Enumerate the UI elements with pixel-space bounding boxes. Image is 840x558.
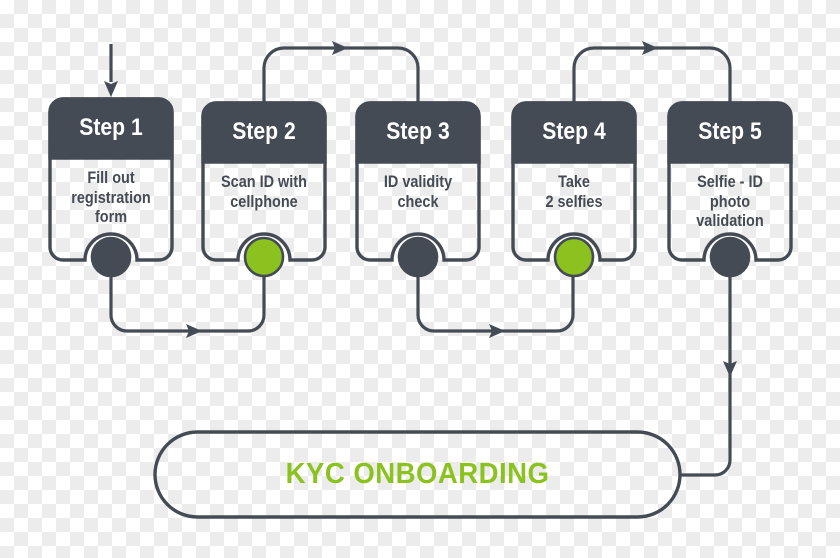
status-dot (709, 236, 751, 278)
step-2-description: Scan ID with cellphone (212, 172, 316, 211)
step-3-description: ID validity check (366, 172, 470, 211)
text-line: Scan ID with (221, 172, 307, 191)
kyc-pill (153, 430, 682, 519)
step-4-card (511, 101, 637, 278)
connector-step3-step4 (416, 268, 575, 333)
connectors (104, 41, 737, 477)
step-2-card (201, 101, 327, 278)
text-line: registration (71, 187, 151, 207)
step-5-card (667, 101, 793, 278)
arrow-down-icon (723, 361, 737, 377)
status-dot (553, 236, 595, 278)
card-header (667, 101, 793, 164)
connector-step1-step2 (109, 268, 266, 333)
connector-step4-step5 (572, 46, 732, 104)
text-line: Fill out (87, 168, 135, 187)
card-outline (201, 101, 327, 262)
status-dot (90, 236, 132, 278)
card-header (511, 101, 637, 164)
card-header (48, 97, 174, 160)
step-1-title: Step 1 (79, 114, 143, 141)
card-header (355, 101, 481, 164)
arrow-right-icon (642, 41, 658, 55)
card-header (201, 101, 327, 164)
arrow-right-icon (186, 324, 202, 338)
step-4-title: Step 4 (542, 118, 606, 145)
step-5-title: Step 5 (698, 118, 762, 145)
arrow-right-icon (489, 324, 505, 338)
card-outline (511, 101, 637, 262)
text-line: ID validity (383, 172, 453, 191)
status-dot (243, 236, 285, 278)
text-line: check (397, 191, 439, 211)
card-outline (48, 97, 174, 262)
card-outline (355, 101, 481, 262)
step-4-description: Take 2 selfies (522, 172, 626, 211)
step-2-title: Step 2 (232, 118, 296, 145)
step-3-card (355, 101, 481, 278)
status-dot (397, 236, 439, 278)
text-line: Selfie - ID photo (697, 172, 763, 211)
text-line: validation (696, 211, 764, 230)
text-line: Take (558, 172, 590, 191)
arrow-down-icon (104, 81, 118, 97)
text-line: cellphone (230, 191, 298, 211)
connector-step5-pill (681, 270, 732, 477)
text-line: 2 selfies (545, 191, 603, 211)
step-5-description: Selfie - ID photo validation (678, 172, 782, 231)
step-1-card (48, 97, 174, 278)
step-3-title: Step 3 (386, 118, 450, 145)
step-1-description: Fill out registration form (59, 168, 163, 227)
text-line: form (94, 207, 128, 226)
arrow-right-icon (332, 41, 348, 55)
connector-step2-step3 (262, 46, 420, 104)
card-outline (667, 101, 793, 262)
kyc-pill-label: KYC ONBOARDING (285, 458, 550, 490)
